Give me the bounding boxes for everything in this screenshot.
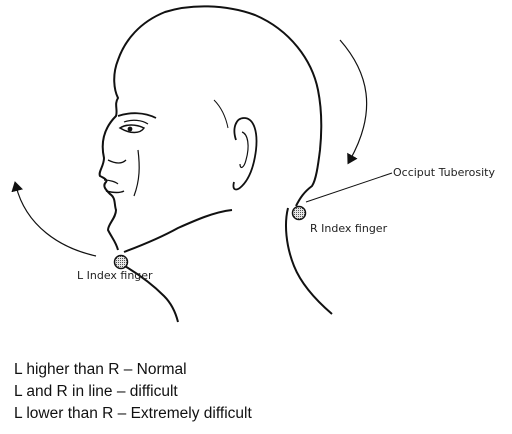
eyebrow (118, 113, 156, 118)
head-outline (100, 6, 322, 250)
eye-lid (124, 120, 148, 124)
occiput-tuberosity-label: Occiput Tuberosity (393, 166, 495, 179)
r-index-finger-label: R Index finger (310, 222, 387, 235)
legend-row-normal: L higher than R – Normal (14, 359, 494, 381)
eye-pupil (128, 127, 133, 132)
legend: L higher than R – Normal L and R in line… (14, 359, 494, 425)
r-index-finger-marker (293, 207, 306, 220)
occiput-pointer-line (306, 173, 392, 202)
cheek-fold (134, 150, 139, 196)
jaw-line (124, 210, 232, 252)
nostril (108, 160, 126, 163)
l-index-finger-label: L Index finger (77, 269, 153, 282)
l-index-finger-marker (115, 256, 128, 269)
legend-row-extremely-difficult: L lower than R – Extremely difficult (14, 403, 494, 425)
left-curved-arrow (16, 186, 96, 256)
temple-line (214, 100, 228, 128)
mouth-line (106, 191, 124, 193)
right-curved-arrow (340, 40, 367, 160)
ear-inner (240, 132, 248, 167)
ear (233, 118, 256, 189)
legend-row-difficult: L and R in line – difficult (14, 381, 494, 403)
